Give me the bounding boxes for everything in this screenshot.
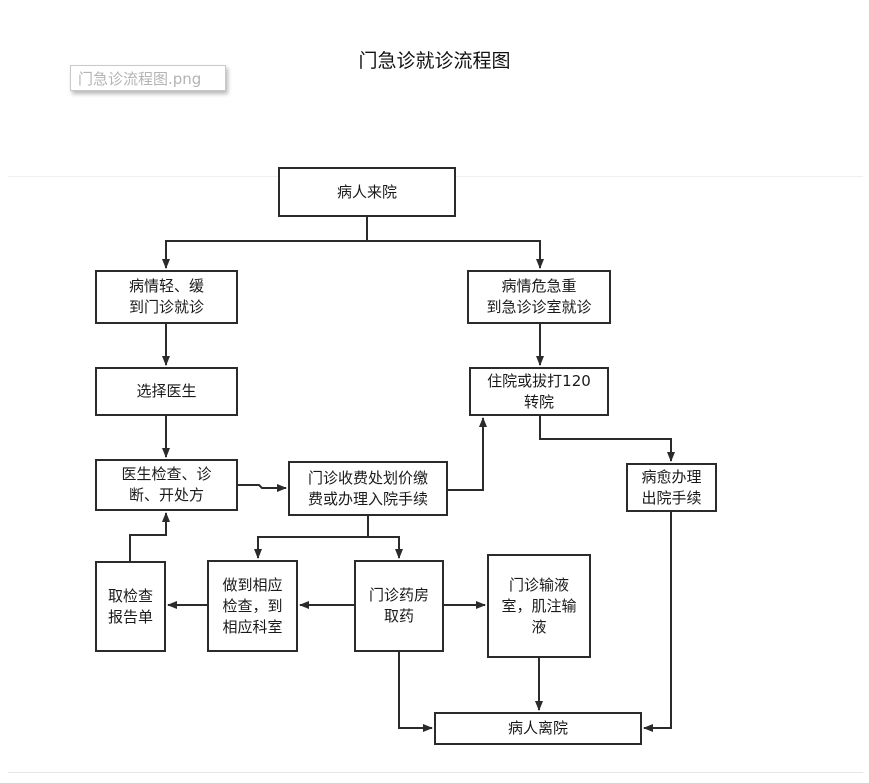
- arrow-hospitalize-to-discharge: [539, 416, 675, 462]
- node-mild-label: 病情轻、缓 到门诊就诊: [128, 277, 204, 316]
- node-choose-doctor-label: 选择医生: [136, 382, 197, 400]
- node-get-report: 取检查 报告单: [95, 561, 166, 652]
- page-title: 门急诊就诊流程图: [358, 50, 511, 72]
- arrow-discharge-to-leave: [643, 512, 672, 732]
- node-pharmacy-label: 门诊药房 取药: [368, 586, 429, 625]
- node-get-report-label: 取检查 报告单: [107, 586, 153, 626]
- node-doctor-exam-label: 医生检查、诊 断、开处方: [121, 465, 212, 504]
- node-arrive: 病人来院: [278, 167, 456, 217]
- node-hospitalize: 住院或拔打120 转院: [469, 367, 609, 416]
- node-pharmacy: 门诊药房 取药: [354, 560, 444, 652]
- node-discharge: 病愈办理 出院手续: [626, 463, 717, 512]
- node-doctor-exam: 医生检查、诊 断、开处方: [95, 459, 238, 511]
- arrow-pharmacy-to-leave: [398, 652, 433, 732]
- file-name-tag: 门急诊流程图.png: [70, 65, 226, 91]
- arrow-payment-to-hospitalize: [448, 417, 487, 491]
- node-choose-doctor: 选择医生: [95, 367, 238, 416]
- node-infusion-label: 门诊输液 室，肌注输 液: [501, 575, 577, 636]
- node-do-exam: 做到相应 检查，到 相应科室: [207, 560, 298, 652]
- node-mild: 病情轻、缓 到门诊就诊: [95, 270, 238, 324]
- node-severe: 病情危急重 到急诊诊室就诊: [467, 270, 611, 324]
- node-leave-label: 病人离院: [507, 719, 568, 737]
- node-infusion: 门诊输液 室，肌注输 液: [487, 554, 591, 658]
- node-hospitalize-label: 住院或拔打120 转院: [487, 371, 591, 411]
- arrow-report-to-exam: [129, 512, 170, 561]
- node-payment: 门诊收费处划价缴 费或办理入院手续: [288, 461, 448, 516]
- divider-bottom: [8, 772, 863, 773]
- arrow-arrive-to-severe: [367, 240, 544, 269]
- node-severe-label: 病情危急重 到急诊诊室就诊: [486, 277, 592, 316]
- node-payment-label: 门诊收费处划价缴 费或办理入院手续: [307, 468, 428, 508]
- node-arrive-label: 病人来院: [336, 182, 397, 201]
- node-discharge-label: 病愈办理 出院手续: [641, 467, 702, 507]
- arrow-payment-to-do-exam: [254, 536, 368, 559]
- arrow-arrive-to-mild: [162, 240, 367, 269]
- node-leave: 病人离院: [434, 712, 642, 745]
- arrow-exam-to-payment: [238, 484, 287, 492]
- arrow-payment-to-pharmacy: [368, 536, 403, 559]
- node-do-exam-label: 做到相应 检查，到 相应科室: [222, 575, 283, 636]
